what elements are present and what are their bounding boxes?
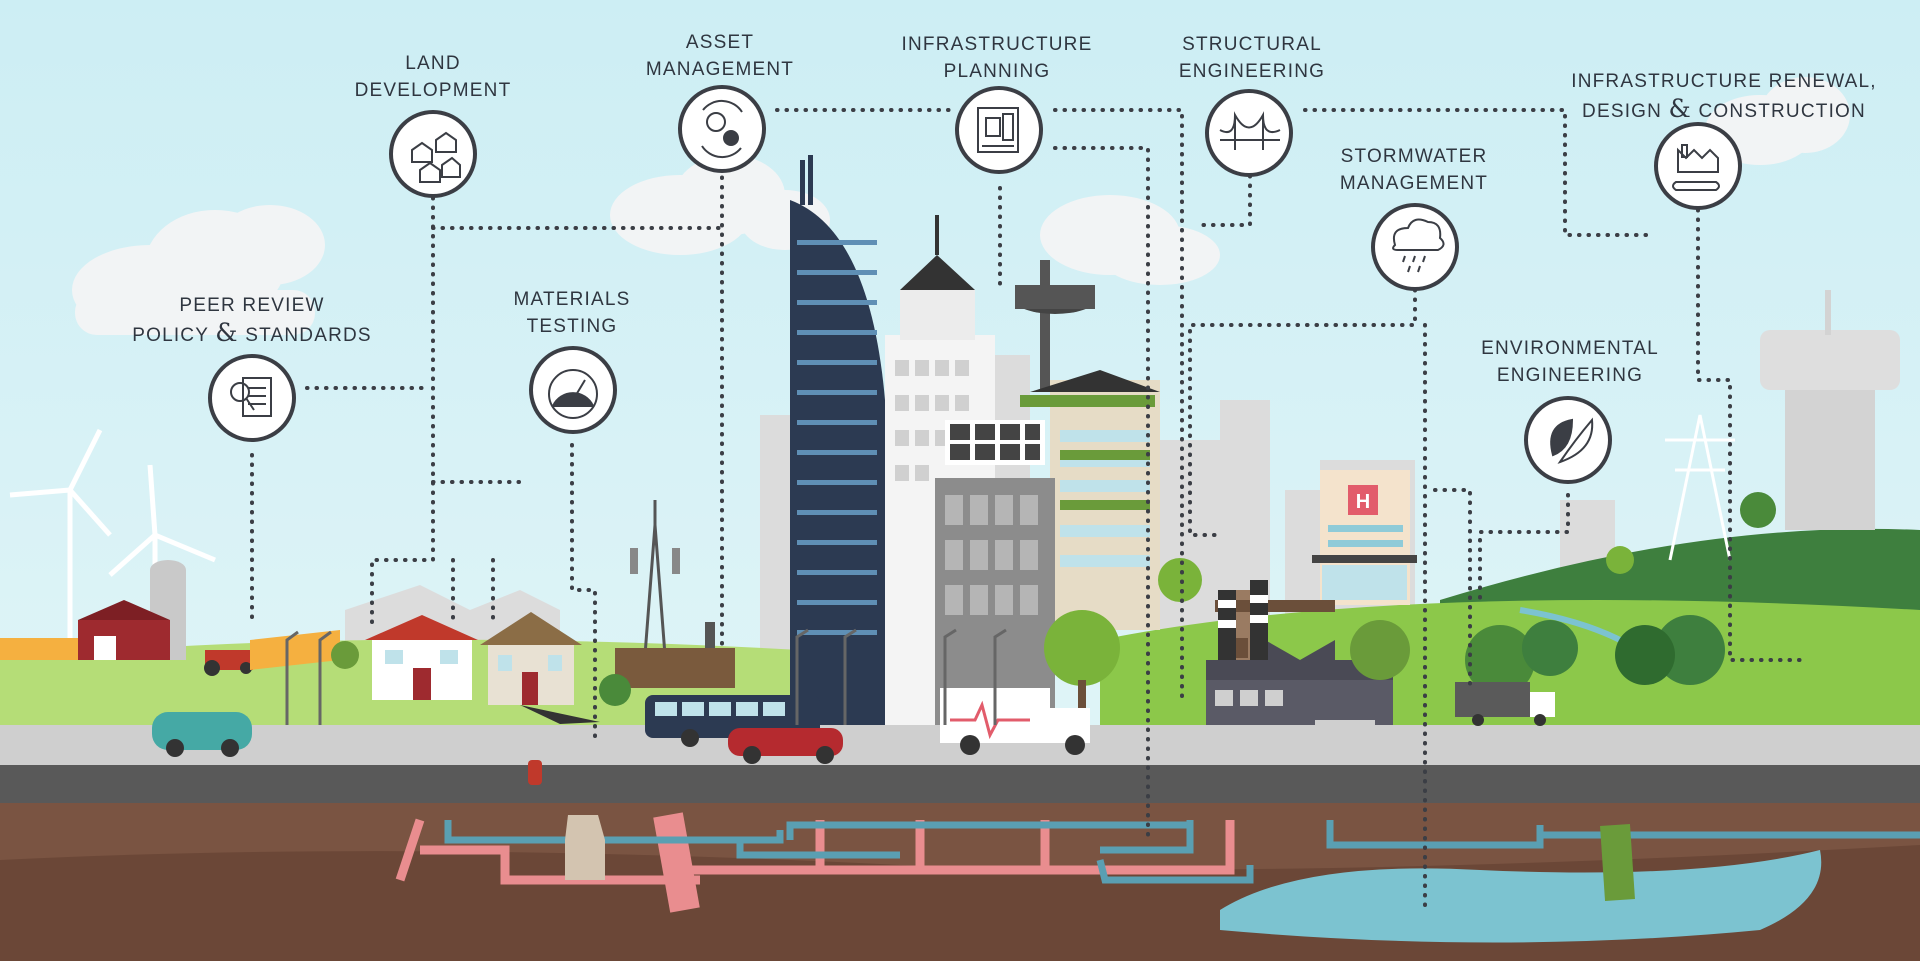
label-environmental-engineering: ENVIRONMENTAL ENGINEERING	[1481, 338, 1659, 386]
hospital: H	[1312, 470, 1417, 605]
label-peer-review: PEER REVIEW POLICY & STANDARDS	[132, 295, 372, 347]
manhole-chamber	[565, 815, 605, 880]
infrastructure-renewal-icon	[1654, 122, 1742, 210]
stormwater-management-icon	[1371, 203, 1459, 291]
downtown	[790, 155, 1160, 728]
label-land-development: LAND DEVELOPMENT	[354, 53, 512, 101]
water-tower	[1760, 290, 1900, 530]
gauge-icon	[548, 369, 598, 419]
connector-lines	[250, 108, 1802, 912]
houses	[365, 612, 600, 724]
main-pipe	[653, 812, 700, 913]
groundwater	[1220, 850, 1822, 943]
document-magnifier-icon	[230, 377, 272, 417]
label-structural-engineering: STRUCTURAL ENGINEERING	[1178, 34, 1326, 82]
street-lamps	[285, 628, 1007, 725]
trees	[331, 492, 1776, 720]
wind-turbines	[9, 428, 216, 650]
bridge-icon	[1219, 111, 1281, 150]
vehicles	[152, 682, 1555, 764]
clouds	[72, 77, 1850, 335]
houses-icon	[411, 131, 461, 183]
label-stormwater-management: STORMWATER MANAGEMENT	[1339, 146, 1489, 194]
fire-hydrant	[528, 760, 542, 785]
road	[0, 765, 1920, 803]
hospital-sign: H	[1356, 491, 1370, 513]
materials-testing-icon	[529, 346, 617, 434]
label-infrastructure-planning: INFRASTRUCTURE PLANNING	[901, 34, 1093, 82]
rain-cloud-icon	[1392, 218, 1445, 273]
label-infrastructure-renewal: INFRASTRUCTURE RENEWAL, DESIGN & CONSTRU…	[1571, 71, 1877, 123]
cell-tower	[615, 500, 735, 688]
factory-bulldozer-icon	[1672, 144, 1720, 191]
peer-review-icon	[208, 354, 296, 442]
label-asset-management: ASSET MANAGEMENT	[645, 32, 795, 80]
blueprint-icon	[977, 107, 1019, 153]
gears-cycle-icon	[701, 99, 743, 159]
label-materials-testing: MATERIALS TESTING	[513, 289, 631, 337]
structural-engineering-icon	[1205, 89, 1293, 177]
outfall-pipe	[1600, 824, 1635, 901]
transmission-tower	[1665, 414, 1735, 561]
farm	[0, 560, 340, 676]
leaf-icon	[1550, 417, 1594, 464]
